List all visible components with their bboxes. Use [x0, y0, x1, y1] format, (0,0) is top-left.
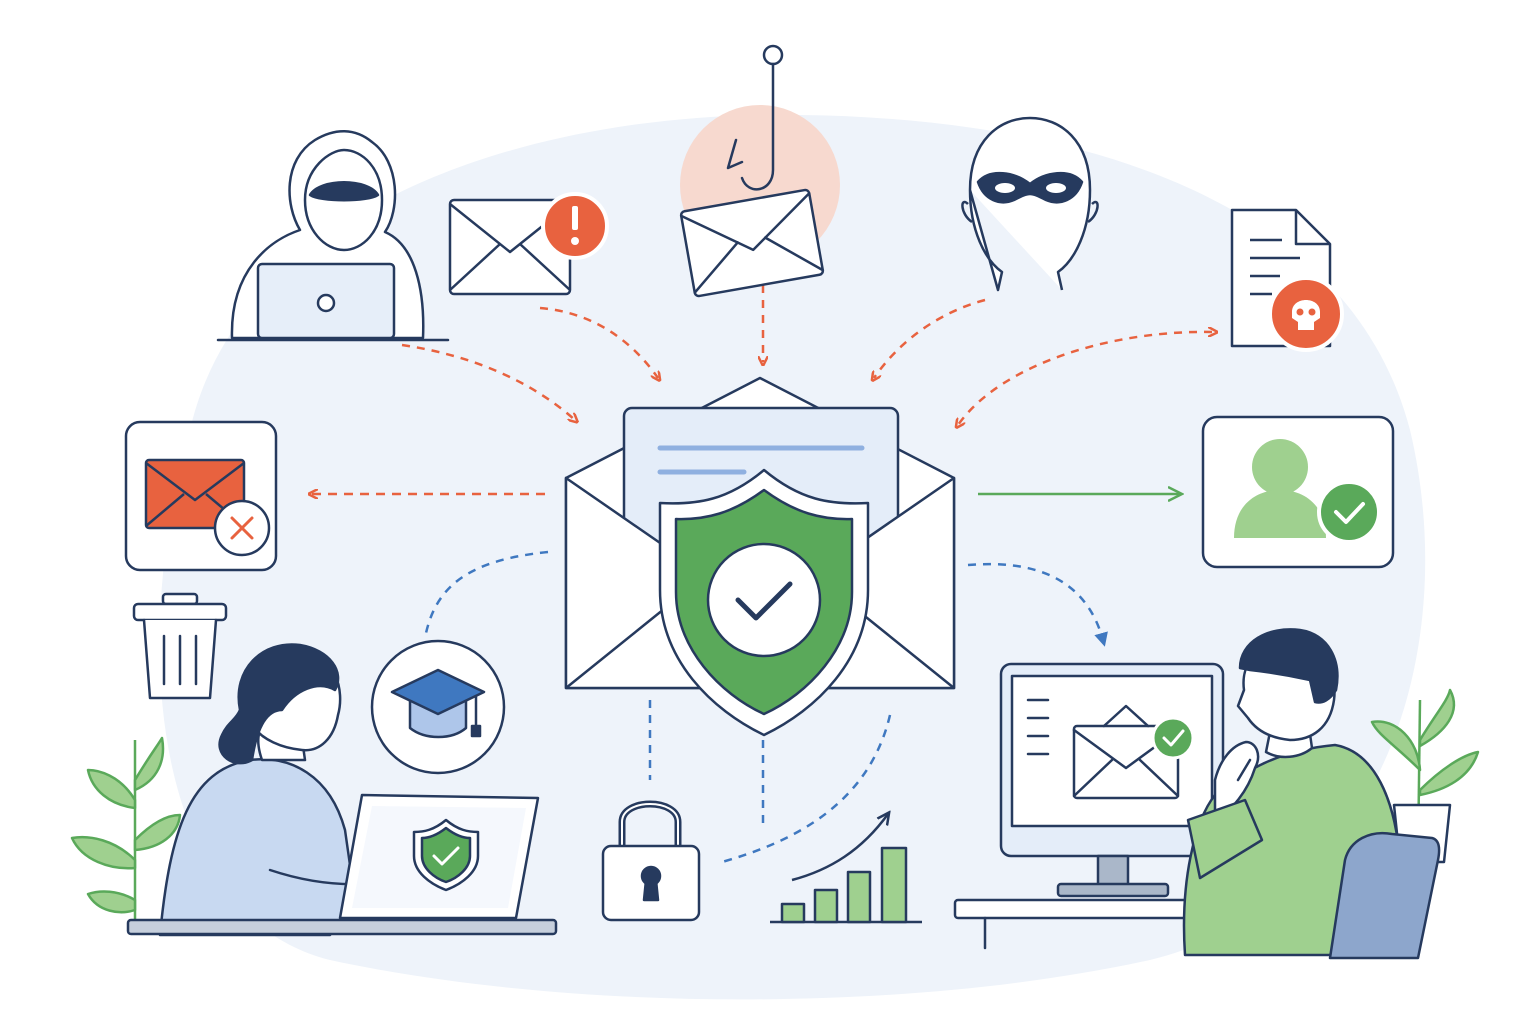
arrow-hacker-to-center	[401, 343, 575, 420]
arrow-alert-email-to-center	[539, 306, 658, 378]
protected-email-icon	[564, 376, 956, 737]
link-center-to-chart	[721, 714, 892, 864]
arrow-center-to-desktop	[967, 562, 1108, 647]
employee-desktop-scene	[953, 628, 1441, 960]
trash-can-icon	[132, 592, 228, 700]
alert-email-icon	[448, 192, 609, 296]
arrow-malware-to-center	[958, 332, 1212, 425]
malware-document-icon	[1230, 208, 1344, 352]
padlock-icon	[601, 800, 701, 922]
masked-attacker-icon	[961, 116, 1099, 292]
link-center-to-training	[423, 550, 549, 639]
graduation-cap-icon	[370, 639, 506, 775]
phishing-hook-icon	[679, 44, 840, 298]
verified-user-card	[1201, 415, 1395, 569]
arrow-masked-to-center	[874, 298, 986, 378]
left-plant	[70, 736, 182, 930]
employee-laptop-scene	[126, 643, 558, 937]
growth-chart-icon	[770, 814, 922, 924]
hooded-hacker-icon	[216, 130, 450, 342]
connector-arrows	[312, 285, 1212, 864]
blocked-email-card	[124, 420, 278, 572]
